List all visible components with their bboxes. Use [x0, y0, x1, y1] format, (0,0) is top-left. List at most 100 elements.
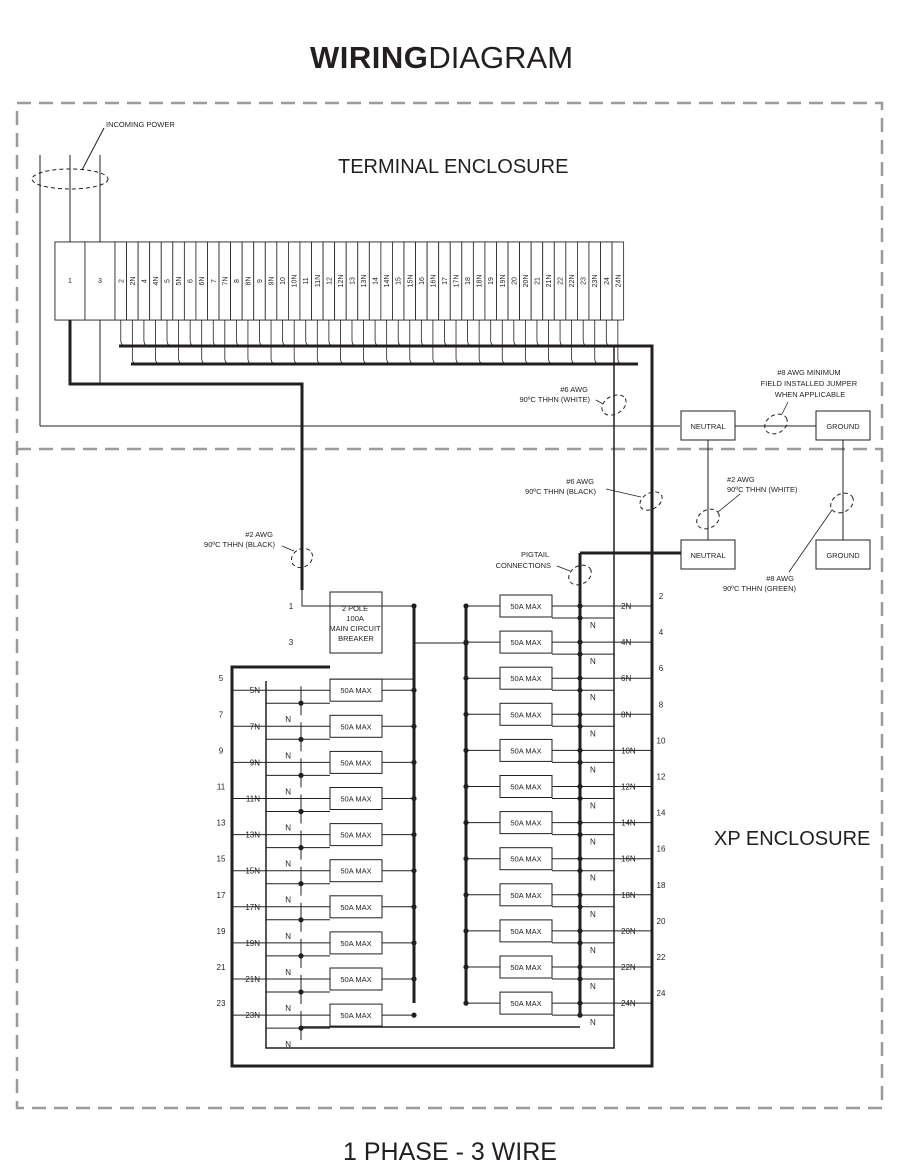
ground-bar-xp — [815, 539, 871, 570]
left-circuit-number: 13 — [217, 819, 226, 828]
terminal-label: 23 — [581, 277, 588, 285]
left-neutral-label: 7N — [250, 722, 260, 731]
left-circuit-number: 17 — [217, 891, 226, 900]
neutral-tag: N — [590, 621, 596, 630]
neutral-tag: N — [285, 860, 291, 869]
terminal-label: 20N — [523, 275, 530, 288]
incoming-power-label: INCOMING POWER — [106, 120, 175, 129]
terminal-label: 18N — [477, 275, 484, 288]
main-breaker — [329, 591, 383, 654]
terminal-label: 5N — [176, 277, 183, 286]
ground-bar-terminal-label: GROUND — [826, 422, 860, 431]
terminal-label: 6N — [199, 277, 206, 286]
right-neutral-label: 24N — [621, 999, 636, 1008]
left-circuit-number: 1 — [289, 602, 294, 611]
terminal-label: 19 — [488, 277, 495, 285]
left-neutral-label: 5N — [250, 686, 260, 695]
breaker-label: 50A MAX — [340, 758, 371, 767]
neutral-tag: N — [285, 968, 291, 977]
enclosure-borders — [15, 101, 884, 1110]
right-neutral-label: 4N — [621, 638, 631, 647]
right-circuit-number: 8 — [659, 700, 664, 709]
terminal-label: 2 — [118, 279, 125, 283]
right-circuit-number: 22 — [657, 953, 666, 962]
breaker-label: 50A MAX — [510, 855, 541, 864]
breaker-label: 50A MAX — [340, 1011, 371, 1020]
left-neutral-label: 21N — [245, 975, 260, 984]
neutral-tag: N — [285, 932, 291, 941]
terminal-label: 10 — [280, 277, 287, 285]
left-circuit-number: 11 — [217, 783, 226, 792]
terminal-label: 12N — [338, 275, 345, 288]
neutral-tag: N — [285, 896, 291, 905]
terminal-label: 7N — [222, 277, 229, 286]
breaker-label: 50A MAX — [510, 927, 541, 936]
terminal-label: 5 — [165, 279, 172, 283]
green8-marker — [830, 492, 854, 514]
title-light: DIAGRAM — [428, 40, 573, 75]
terminal-label: 8 — [234, 279, 241, 283]
right-circuit-number: 18 — [657, 881, 666, 890]
terminal-label: 12 — [326, 277, 333, 285]
terminal-label: 21N — [546, 275, 553, 288]
neutral-tag: N — [590, 1018, 596, 1027]
black6-label: #6 AWG 90ºC THHN (BLACK) — [525, 477, 596, 496]
left-neutral-label: 9N — [250, 758, 260, 767]
left-circuit-number: 5 — [219, 674, 224, 683]
neutral-tag: N — [285, 1040, 291, 1049]
terminal-label: 11 — [303, 277, 310, 284]
right-circuit-number: 16 — [657, 845, 666, 854]
neutral-tag: N — [285, 751, 291, 760]
breaker-label: 50A MAX — [340, 903, 371, 912]
left-neutral-label: 15N — [245, 867, 260, 876]
pigtail-label: PIGTAIL CONNECTIONS — [496, 550, 551, 570]
neutral-tag: N — [590, 802, 596, 811]
right-circuit-number: 12 — [657, 773, 666, 782]
terminal-label: 9N — [269, 277, 276, 286]
terminal-label: 24N — [615, 275, 622, 288]
neutral-tag: N — [285, 715, 291, 724]
white6-label: #6 AWG 90ºC THHN (WHITE) — [519, 385, 590, 404]
terminal-label: 8N — [245, 277, 252, 286]
terminal-label: 16N — [430, 275, 437, 288]
breaker-label: 50A MAX — [510, 999, 541, 1008]
terminal-label: 14 — [373, 277, 380, 285]
terminal-label: 20 — [511, 277, 518, 285]
black6-marker — [639, 491, 663, 511]
terminal-label: 6 — [188, 279, 195, 283]
pigtail-marker — [568, 564, 592, 586]
left-circuit-number: 15 — [217, 855, 226, 864]
white2-label: #2 AWG 90ºC THHN (WHITE) — [727, 475, 798, 494]
incoming-power — [31, 127, 109, 426]
terminal-wiring — [40, 320, 680, 1068]
terminal-label: 23N — [592, 275, 599, 288]
breaker-label: 50A MAX — [340, 795, 371, 804]
neutral-bar-terminal-label: NEUTRAL — [690, 422, 725, 431]
right-circuit-number: 4 — [659, 628, 664, 637]
terminal-label: 3 — [98, 278, 102, 285]
main-breaker-label: 2 POLE 100A MAIN CIRCUIT BREAKER — [329, 604, 382, 643]
right-neutral-label: 10N — [621, 746, 636, 755]
right-neutral-label: 14N — [621, 819, 636, 828]
breaker-label: 50A MAX — [510, 638, 541, 647]
breaker-label: 50A MAX — [510, 783, 541, 792]
outer-enclosure-border — [15, 101, 884, 1110]
terminal-label: 14N — [384, 275, 391, 288]
terminal-label: 22N — [569, 275, 576, 288]
terminal-label: 13 — [349, 277, 356, 285]
breaker-label: 50A MAX — [340, 831, 371, 840]
right-neutral-label: 18N — [621, 891, 636, 900]
right-circuit-number: 20 — [657, 917, 666, 926]
neutral-tag: N — [590, 693, 596, 702]
left-neutral-label: 17N — [245, 903, 260, 912]
breaker-label: 50A MAX — [510, 710, 541, 719]
right-neutral-label: 2N — [621, 602, 631, 611]
left-neutral-label: 19N — [245, 939, 260, 948]
right-neutral-label: 16N — [621, 855, 636, 864]
right-circuit-number: 6 — [659, 664, 664, 673]
right-neutral-label: 20N — [621, 927, 636, 936]
left-circuit-number: 19 — [217, 927, 226, 936]
left-circuit-number: 21 — [217, 963, 226, 972]
terminal-label: 17N — [454, 275, 461, 288]
